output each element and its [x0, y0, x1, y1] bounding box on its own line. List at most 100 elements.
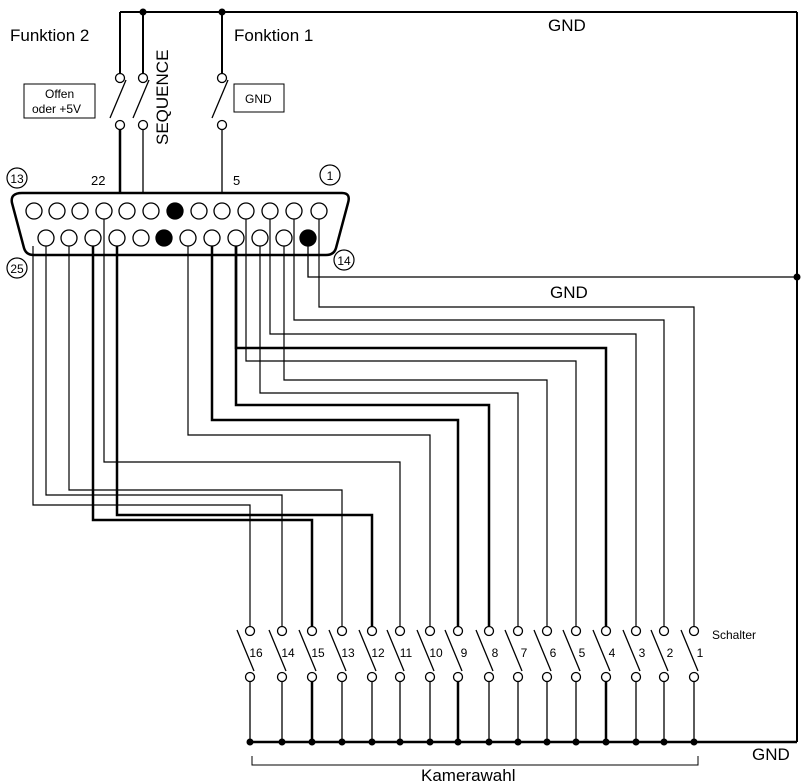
connector-pin	[25, 202, 43, 220]
connector-pin	[227, 229, 245, 247]
connector-pin	[285, 202, 303, 220]
camera-wire	[187, 246, 431, 627]
switch-number: 2	[667, 646, 674, 660]
connector-pin	[132, 229, 150, 247]
switch-contact	[483, 625, 495, 637]
camera-switch-bank	[236, 625, 700, 746]
switch-contact	[452, 671, 464, 683]
switch-contact	[276, 671, 288, 683]
switch-lever	[416, 629, 435, 672]
pin-13-marker: 13	[6, 167, 28, 189]
camera-wire	[245, 219, 577, 627]
offen-label-line1: Offen	[45, 87, 74, 101]
sequence-label: SEQUENCE	[153, 50, 172, 145]
switch-contact	[688, 671, 700, 683]
camera-wire	[115, 246, 374, 627]
connector-pin	[84, 229, 102, 247]
connector-pin	[60, 229, 78, 247]
switch-contact	[541, 671, 553, 683]
switch-contact	[688, 625, 700, 637]
switch-contact	[424, 671, 436, 683]
connector-pin	[237, 202, 255, 220]
connector-pin	[203, 229, 221, 247]
connector-pin	[179, 229, 197, 247]
switch-contact	[244, 671, 256, 683]
switch-lever	[504, 629, 523, 672]
switch-contact	[658, 625, 670, 637]
gnd-box	[233, 83, 285, 113]
gnd-label-top: GND	[548, 16, 586, 35]
switch-contact	[600, 625, 612, 637]
gnd-label-mid: GND	[550, 283, 588, 302]
wire-bundle	[32, 219, 797, 627]
camera-wire	[269, 219, 637, 627]
fonktion1-label: Fonktion 1	[234, 26, 313, 45]
switch-number: 14	[281, 646, 295, 660]
switch-contact	[394, 625, 406, 637]
connector-pin	[71, 202, 89, 220]
db25-connector-shell	[10, 191, 350, 257]
camera-wire	[283, 246, 548, 627]
switch-lever	[386, 629, 405, 672]
switch-contact	[306, 671, 318, 683]
switch-number: 10	[429, 646, 443, 660]
switch-contact	[512, 625, 524, 637]
connector-pin	[299, 229, 317, 247]
switch-contact	[366, 625, 378, 637]
camera-wire	[293, 219, 665, 627]
switch-number: 16	[249, 646, 263, 660]
gnd-label-bottom: GND	[752, 745, 790, 764]
switch-contact	[394, 671, 406, 683]
connector-pin	[190, 202, 208, 220]
connector-pin	[166, 202, 184, 220]
switch-contact	[600, 671, 612, 683]
switch-number: 4	[609, 646, 616, 660]
gnd-bus-top	[119, 11, 798, 742]
camera-wire	[318, 219, 695, 627]
switch-contact	[452, 625, 464, 637]
camera-wire	[68, 246, 343, 627]
connector-pin	[275, 229, 293, 247]
camera-wire	[234, 246, 491, 627]
camera-wire	[103, 219, 401, 627]
pin-22-label: 22	[91, 173, 105, 188]
switch-number: 11	[400, 646, 413, 660]
camera-wire	[259, 246, 519, 627]
svg-text:25: 25	[10, 262, 24, 276]
switch-lever	[475, 629, 494, 672]
pin-5-label: 5	[233, 173, 240, 188]
switch-contact	[570, 625, 582, 637]
connector-pin	[251, 229, 269, 247]
switch-contact	[570, 671, 582, 683]
switch-contact	[366, 671, 378, 683]
switch-number: 15	[311, 646, 325, 660]
connector-pin	[142, 202, 160, 220]
gnd-wire	[307, 246, 797, 278]
camera-wire	[91, 246, 314, 627]
connector-pin	[118, 202, 136, 220]
svg-text:13: 13	[10, 172, 24, 186]
switch-contact	[630, 671, 642, 683]
connector-pin	[310, 202, 328, 220]
switch-lever	[680, 629, 699, 672]
pin-14-marker: 14	[333, 249, 355, 271]
switch-lever	[236, 629, 255, 672]
kamerawahl-bracket	[251, 756, 699, 766]
svg-text:1: 1	[327, 169, 334, 183]
switch-lever	[328, 629, 347, 672]
connector-pin	[108, 229, 126, 247]
camera-wire	[45, 246, 283, 627]
switch-contact	[336, 671, 348, 683]
switch-contact	[424, 625, 436, 637]
svg-text:14: 14	[337, 254, 351, 268]
switch-number: 6	[550, 646, 557, 660]
connector-pin	[37, 229, 55, 247]
switch-number: 3	[639, 646, 646, 660]
switch-contact	[541, 625, 553, 637]
camera-wire	[32, 246, 251, 627]
switch-number: 7	[521, 646, 528, 660]
switch-number: 12	[371, 646, 385, 660]
switch-lever	[562, 629, 581, 672]
